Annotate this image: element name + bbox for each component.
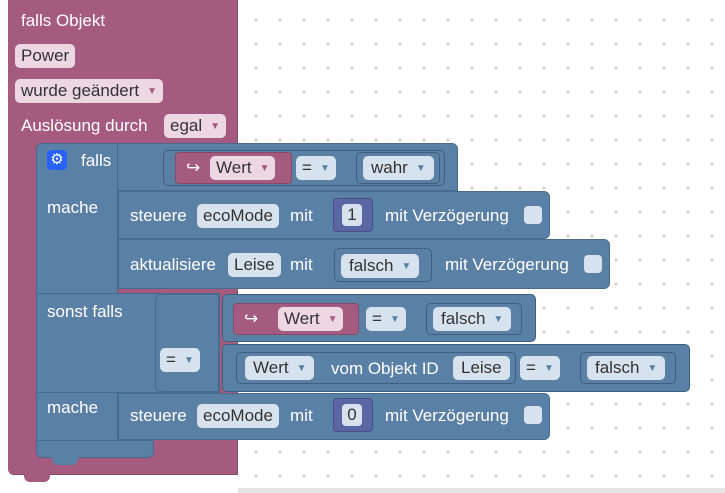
condition2-right-property-dropdown[interactable]: Wert ▼ [245, 356, 315, 380]
do-label: mache [47, 198, 99, 217]
condition1-variable-value: Wert [216, 158, 252, 177]
chevron-down-icon: ▼ [401, 261, 412, 272]
if-block-notch [52, 457, 78, 465]
stmt2-target-field[interactable]: Leise [228, 253, 281, 277]
stmt2-value: falsch [349, 256, 394, 275]
trigger-by-dropdown[interactable]: egal ▼ [164, 114, 227, 138]
trigger-change-mode-value: wurde geändert [21, 81, 140, 100]
stmt2-with-label: mit [290, 255, 313, 274]
condition2-logic-operator-value: = [166, 350, 176, 369]
stmt3-delay-label: mit Verzögerung [385, 406, 509, 425]
chevron-down-icon: ▼ [543, 363, 554, 374]
chevron-down-icon: ▼ [493, 314, 504, 325]
stmt3-target-field[interactable]: ecoMode [197, 404, 279, 428]
condition2-left-operator-dropdown[interactable]: =▼ [366, 307, 406, 331]
condition2-left-variable-value: Wert [284, 309, 320, 328]
chevron-down-icon: ▼ [259, 163, 270, 174]
trigger-object-field[interactable]: Power [15, 44, 76, 68]
chevron-down-icon: ▼ [415, 163, 426, 174]
else-if-label: sonst falls [47, 302, 123, 321]
stmt1-number-input[interactable]: 1 [342, 204, 362, 226]
condition1-value: wahr [371, 158, 408, 177]
trigger-by-label: Auslösung durch [21, 116, 148, 135]
condition2-right-of-object-label: vom Objekt ID [331, 359, 439, 378]
chevron-down-icon: ▼ [389, 314, 400, 325]
stmt1-delay-label: mit Verzögerung [385, 206, 509, 225]
chevron-down-icon: ▼ [147, 86, 158, 97]
condition2-right-value-block[interactable]: falsch ▼ [580, 352, 676, 384]
condition1-operator-value: = [302, 158, 312, 177]
stmt1-delay-checkbox[interactable] [524, 206, 542, 224]
stmt1-number-block[interactable]: 1 [333, 198, 373, 232]
stmt1-verb-label: steuere [130, 206, 187, 225]
chevron-down-icon: ▼ [647, 363, 658, 374]
stmt3-with-label: mit [290, 406, 313, 425]
stmt2-delay-label: mit Verzögerung [445, 255, 569, 274]
condition2-left-operator-value: = [372, 309, 382, 328]
condition1-variable-dropdown[interactable]: Wert ▼ [210, 156, 276, 180]
condition2-right-value: falsch [595, 358, 640, 377]
condition2-left-variable-dropdown[interactable]: Wert ▼ [278, 307, 344, 331]
condition2-right-object-property-block[interactable]: Wert ▼ vom Objekt ID Leise [236, 352, 516, 384]
trigger-block-notch [24, 474, 50, 482]
chevron-down-icon: ▼ [327, 314, 338, 325]
condition2-logic-operator-dropdown[interactable]: =▼ [160, 348, 200, 372]
workspace-scrollbar[interactable] [238, 488, 725, 493]
chevron-down-icon: ▼ [296, 363, 307, 374]
if-label: falls [81, 151, 112, 170]
arrow-return-icon: ↪ [186, 158, 201, 177]
condition2-right-property-value: Wert [253, 358, 289, 377]
trigger-change-mode-dropdown[interactable]: wurde geändert ▼ [15, 79, 164, 103]
condition2-left-variable-block[interactable]: ↪ Wert ▼ [233, 303, 359, 335]
chevron-down-icon: ▼ [319, 163, 330, 174]
condition1-value-block[interactable]: wahr ▼ [356, 152, 440, 184]
condition2-logic-block[interactable] [155, 294, 219, 392]
condition2-left-value: falsch [441, 309, 486, 328]
arrow-return-icon: ↪ [244, 309, 259, 328]
stmt2-delay-checkbox[interactable] [584, 255, 602, 273]
stmt3-number-input[interactable]: 0 [342, 404, 362, 426]
stmt2-value-block[interactable]: falsch ▼ [334, 248, 432, 282]
trigger-header-label: falls Objekt [21, 11, 106, 30]
stmt2-value-dropdown[interactable]: falsch ▼ [341, 254, 420, 278]
condition2-right-operator-dropdown[interactable]: =▼ [520, 356, 560, 380]
do2-label: mache [47, 398, 99, 417]
gear-icon[interactable]: ⚙ [47, 150, 67, 170]
condition2-right-object-field[interactable]: Leise [453, 356, 510, 380]
condition1-operator-dropdown[interactable]: =▼ [296, 156, 336, 180]
stmt1-with-label: mit [290, 206, 313, 225]
condition2-right-value-dropdown[interactable]: falsch ▼ [587, 356, 666, 380]
stmt3-number-block[interactable]: 0 [333, 398, 373, 432]
stmt2-verb-label: aktualisiere [130, 255, 216, 274]
if-block-bottom [36, 440, 154, 458]
stmt3-verb-label: steuere [130, 406, 187, 425]
stmt1-target-field[interactable]: ecoMode [197, 204, 279, 228]
chevron-down-icon: ▼ [183, 355, 194, 366]
stmt3-delay-checkbox[interactable] [524, 406, 542, 424]
trigger-by-value: egal [170, 116, 203, 135]
chevron-down-icon: ▼ [210, 121, 221, 132]
condition2-left-value-block[interactable]: falsch ▼ [426, 303, 522, 335]
condition1-variable-block[interactable]: ↪ Wert ▼ [175, 152, 292, 184]
condition2-left-value-dropdown[interactable]: falsch ▼ [433, 307, 512, 331]
condition2-right-operator-value: = [526, 358, 536, 377]
condition1-value-dropdown[interactable]: wahr ▼ [363, 156, 434, 180]
